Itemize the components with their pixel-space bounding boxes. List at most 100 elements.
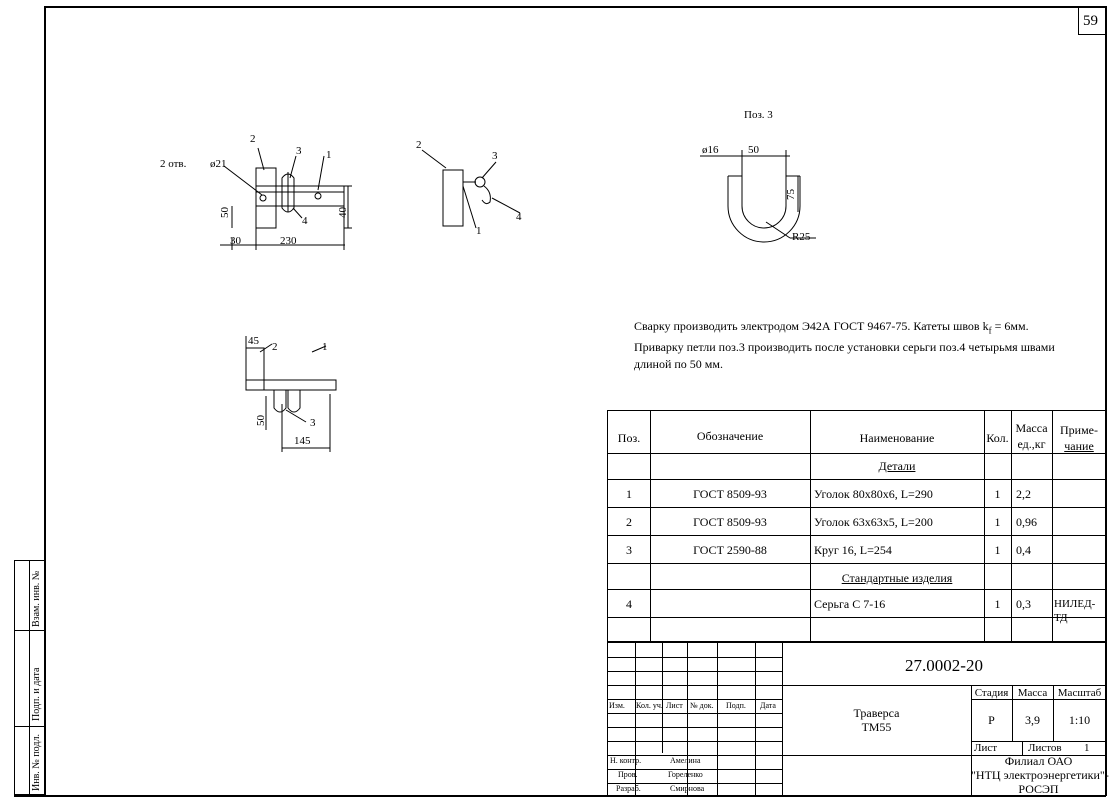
mass-value: 3,9 — [1025, 713, 1040, 727]
note-line-1: Сварку производить электродом Э42А ГОСТ … — [634, 319, 1029, 336]
spec-row1-qty: 1 — [994, 487, 1001, 501]
name-nkontr: Амелина — [670, 756, 701, 765]
v3-dim-50: 50 — [255, 415, 267, 427]
v3-dim-145: 145 — [294, 435, 311, 447]
detail-dia: ø16 — [702, 144, 719, 156]
col-podp: Подп. — [726, 701, 746, 710]
col-kol: Кол. уч. — [636, 701, 663, 710]
view3-shape — [245, 336, 337, 452]
detail-dim-50: 50 — [748, 144, 760, 156]
spec-row3-qty: 1 — [994, 543, 1001, 557]
mass-label: Масса — [1017, 687, 1048, 699]
spec-row2-name: Уголок 63х63х5, L=200 — [814, 515, 933, 529]
detail-u-bar — [700, 150, 816, 243]
v3-pos2: 2 — [272, 341, 278, 353]
spec-row4-note: НИЛЕД-ТД — [1054, 598, 1096, 624]
org-line-1: Филиал ОАО — [1004, 754, 1073, 768]
v1-pos3: 3 — [296, 145, 302, 157]
spec-row2-qty: 1 — [994, 515, 1001, 529]
name-prov: Гореленко — [668, 770, 703, 779]
v1-dim-40: 40 — [337, 207, 349, 219]
v1-dim-50: 50 — [219, 207, 231, 219]
spec-row4-mass: 0,3 — [1016, 597, 1031, 611]
doc-code: 27.0002-20 — [905, 656, 983, 675]
spec-row1-designation: ГОСТ 8509-93 — [693, 487, 767, 501]
scale-label: Масштаб — [1057, 687, 1102, 699]
frame-bottom — [14, 795, 1106, 797]
spec-h-pos: Поз. — [617, 431, 641, 445]
detail-title: Поз. 3 — [744, 109, 773, 121]
spec-row4-qty: 1 — [994, 597, 1001, 611]
spec-row3-pos: 3 — [626, 543, 632, 557]
frame-left — [44, 6, 46, 796]
col-izm: Изм. — [609, 701, 625, 710]
view2-shape — [421, 149, 521, 229]
spec-row2-designation: ГОСТ 8509-93 — [693, 515, 767, 529]
frame-top — [44, 6, 1106, 8]
spec-row3-mass: 0,4 — [1016, 543, 1031, 557]
page-number-box: 59 — [1078, 8, 1106, 35]
technical-notes: Сварку производить электродом Э42А ГОСТ … — [634, 318, 1104, 373]
v1-pos2: 2 — [250, 133, 256, 145]
v2-pos2: 2 — [416, 139, 422, 151]
v3-pos1: 1 — [322, 341, 328, 353]
spec-h-note-b: чание — [1064, 439, 1094, 453]
spec-row4-name: Серьга С 7-16 — [814, 597, 886, 611]
sheet-label: Лист — [974, 742, 998, 754]
sheets-value: 1 — [1084, 742, 1090, 754]
v1-dim-230: 230 — [280, 235, 297, 247]
spec-row1-name: Уголок 80х80х6, L=290 — [814, 487, 933, 501]
spec-row3-name: Круг 16, L=254 — [814, 543, 892, 557]
spec-section-std: Стандартные изделия — [841, 571, 953, 585]
v3-pos3: 3 — [310, 417, 316, 429]
drawing-name-2: ТМ55 — [861, 720, 892, 734]
col-data: Дата — [760, 701, 776, 710]
role-razrab: Разраб. — [616, 784, 641, 793]
drawing-name-1: Траверса — [853, 706, 900, 720]
v2-pos3: 3 — [492, 150, 498, 162]
sheets-label: Листов — [1028, 742, 1062, 754]
note-line-2: Приварку петли поз.3 производить после у… — [634, 340, 1055, 355]
spec-row4-pos: 4 — [626, 597, 632, 611]
detail-radius: R25 — [792, 231, 811, 243]
v2-pos1: 1 — [476, 225, 482, 237]
spec-row2-mass: 0,96 — [1016, 515, 1037, 529]
spec-h-name: Наименование — [859, 431, 935, 445]
title-block: 27.0002-20 Изм. Кол. уч. Лист № док. Под… — [607, 642, 1109, 796]
spec-h-designation: Обозначение — [696, 429, 764, 443]
frame-right — [1105, 6, 1107, 796]
col-ndoc: № док. — [690, 701, 714, 710]
scale-value: 1:10 — [1068, 713, 1091, 727]
v3-dim-45: 45 — [248, 335, 260, 347]
v1-holes-label: 2 отв. — [160, 158, 187, 170]
spec-row1-mass: 2,2 — [1016, 487, 1031, 501]
col-list: Лист — [666, 701, 683, 710]
spec-h-note-a: Приме- — [1059, 423, 1098, 437]
spec-table: Поз. Обозначение Наименование Кол. Масса… — [607, 410, 1106, 643]
v1-pos1: 1 — [326, 149, 332, 161]
name-razrab: Смирнова — [670, 784, 705, 793]
stage-label: Стадия — [974, 687, 1009, 699]
detail-dim-75: 75 — [785, 189, 797, 201]
spec-h-mass-b: ед.,кг — [1017, 437, 1046, 451]
v1-pos4: 4 — [302, 215, 308, 227]
spec-row2-pos: 2 — [626, 515, 632, 529]
org-line-3: РОСЭП — [1018, 782, 1059, 796]
v2-pos4: 4 — [516, 211, 522, 223]
spec-row1-pos: 1 — [626, 487, 632, 501]
note-line-3: длиной по 50 мм. — [634, 357, 723, 372]
spec-section-parts: Детали — [878, 459, 916, 473]
spec-h-mass-a: Масса — [1015, 421, 1048, 435]
role-nkontr: Н. контр. — [610, 756, 642, 765]
v1-hole-dia: ø21 — [210, 158, 227, 170]
stage-value: Р — [988, 713, 995, 727]
spec-h-qty: Кол. — [986, 431, 1009, 445]
org-line-2: "НТЦ электроэнергетики"- — [971, 768, 1109, 782]
v1-dim-30: 30 — [230, 235, 242, 247]
view1-shape — [220, 147, 352, 250]
side-stamp: Взам. инв. № Подп. и дата Инв. № подл. — [14, 560, 45, 796]
spec-row3-designation: ГОСТ 2590-88 — [693, 543, 767, 557]
role-prov: Пров. — [618, 770, 638, 779]
